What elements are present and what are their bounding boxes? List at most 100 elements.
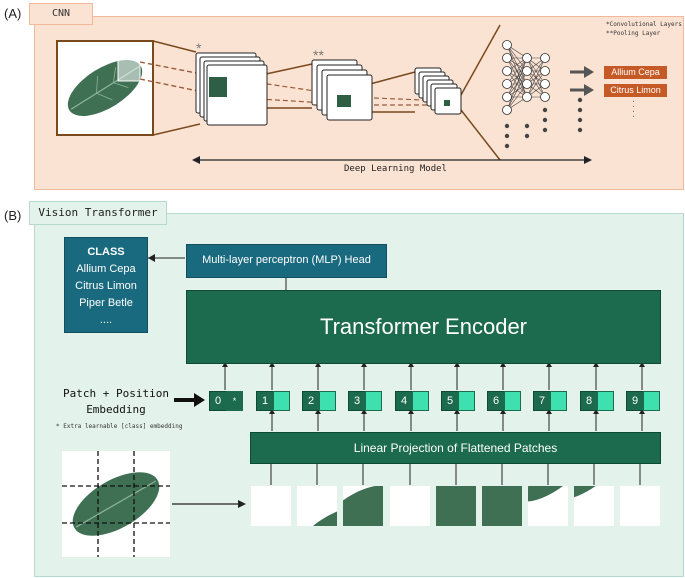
cnn-legend: *Convolutional Layers **Pooling Layer	[606, 20, 682, 38]
cnn-diagram	[56, 24, 594, 164]
token-index: 2	[302, 391, 320, 411]
cnn-tag: CNN	[29, 3, 93, 25]
dash-2	[139, 78, 223, 97]
deep-learning-label: Deep Learning Model	[340, 164, 451, 174]
leaf-fragment-icon	[436, 486, 476, 526]
linear-projection: Linear Projection of Flattened Patches	[250, 432, 661, 464]
position-embedding	[273, 391, 290, 411]
patch-position-label: Patch + Position Embedding	[56, 386, 176, 418]
token-index: 0	[209, 391, 227, 411]
leaf-fragment-icon	[482, 486, 522, 526]
mlp-head: Multi-layer perceptron (MLP) Head	[186, 244, 387, 278]
panel-b-label: (B)	[4, 208, 22, 223]
token-index: 8	[580, 391, 598, 411]
patch-position-line2: Embedding	[86, 403, 146, 416]
nn-node	[502, 40, 512, 50]
grid-leaf-icon	[62, 451, 170, 557]
output-class-2: Citrus Limon	[604, 84, 667, 97]
small-layer-stack	[414, 67, 462, 115]
leaf-fragment-icon	[528, 486, 568, 502]
image-patch-4	[390, 486, 430, 526]
nn-node	[522, 66, 532, 76]
funnel-bottom-1	[152, 123, 201, 136]
leaf-fragment-icon	[574, 486, 607, 499]
class-token-embedding: *	[226, 391, 243, 411]
panel-a-label: (A)	[4, 6, 22, 21]
token-index: 5	[441, 391, 459, 411]
token-0: 0*	[209, 391, 243, 411]
token-1: 1	[256, 391, 290, 411]
patch-position-line1: Patch + Position	[63, 387, 169, 400]
token-7: 7	[533, 391, 567, 411]
token-index: 4	[395, 391, 413, 411]
class-item-2: Citrus Limon	[75, 280, 137, 292]
token-2: 2	[302, 391, 336, 411]
nn-node	[522, 79, 532, 89]
token-index: 9	[626, 391, 644, 411]
position-embedding	[319, 391, 336, 411]
position-embedding	[643, 391, 660, 411]
class-embedding-footnote: * Extra learnable [class] embedding	[56, 423, 183, 430]
nn-node	[540, 53, 550, 63]
class-item-3: Piper Betle	[79, 297, 133, 309]
cnn-kernel-window	[117, 58, 141, 82]
funnel-bottom-4	[460, 109, 501, 161]
token-5: 5	[441, 391, 475, 411]
image-patch-9	[620, 486, 660, 526]
funnel-top-2	[265, 63, 313, 75]
token-index: 3	[348, 391, 366, 411]
position-embedding	[458, 391, 475, 411]
legend-conv: *Convolutional Layers	[606, 21, 682, 28]
output-class-1: Allium Cepa	[604, 66, 667, 79]
legend-pool: **Pooling Layer	[606, 30, 661, 37]
conv-star: *	[196, 40, 202, 56]
nn-node	[502, 79, 512, 89]
image-patch-5	[436, 486, 476, 526]
position-embedding	[597, 391, 614, 411]
image-patch-6	[482, 486, 522, 526]
image-patch-2	[297, 486, 337, 526]
token-index: 1	[256, 391, 274, 411]
fully-connected-network	[502, 40, 583, 149]
position-embedding	[550, 391, 567, 411]
transformer-encoder: Transformer Encoder	[186, 290, 661, 364]
funnel-top-1	[152, 40, 197, 53]
image-patch-3	[343, 486, 383, 526]
pool-layer-stack	[311, 59, 373, 121]
funnel-top-3	[369, 71, 416, 85]
image-patch-8	[574, 486, 614, 526]
grid-leaf-image	[62, 451, 170, 557]
class-box: CLASS Allium Cepa Citrus Limon Piper Bet…	[64, 237, 148, 333]
class-box-title: CLASS	[87, 246, 125, 258]
leaf-fragment-icon	[343, 486, 383, 526]
leaf-fragment-icon	[297, 506, 337, 526]
nn-node	[502, 66, 512, 76]
token-index: 6	[487, 391, 505, 411]
nn-node	[540, 66, 550, 76]
token-3: 3	[348, 391, 382, 411]
vit-tag: Vision Transformer	[29, 201, 167, 225]
token-4: 4	[395, 391, 429, 411]
nn-node	[502, 53, 512, 63]
nn-node	[540, 92, 550, 102]
funnel-top-4	[460, 24, 501, 96]
nn-node	[502, 105, 512, 115]
nn-node	[502, 92, 512, 102]
class-item-more: ....	[99, 314, 113, 326]
position-embedding	[412, 391, 429, 411]
token-8: 8	[580, 391, 614, 411]
position-embedding	[504, 391, 521, 411]
conv-layer-stack	[195, 52, 268, 126]
class-item-1: Allium Cepa	[76, 263, 136, 275]
nn-node	[522, 53, 532, 63]
nn-node	[540, 79, 550, 89]
position-embedding	[365, 391, 382, 411]
image-patch-1	[251, 486, 291, 526]
output-arrows	[570, 66, 594, 96]
token-index: 7	[533, 391, 551, 411]
dash-1	[139, 61, 223, 79]
nn-node	[522, 92, 532, 102]
output-ellipsis: . . . .	[631, 100, 641, 118]
token-6: 6	[487, 391, 521, 411]
token-9: 9	[626, 391, 660, 411]
